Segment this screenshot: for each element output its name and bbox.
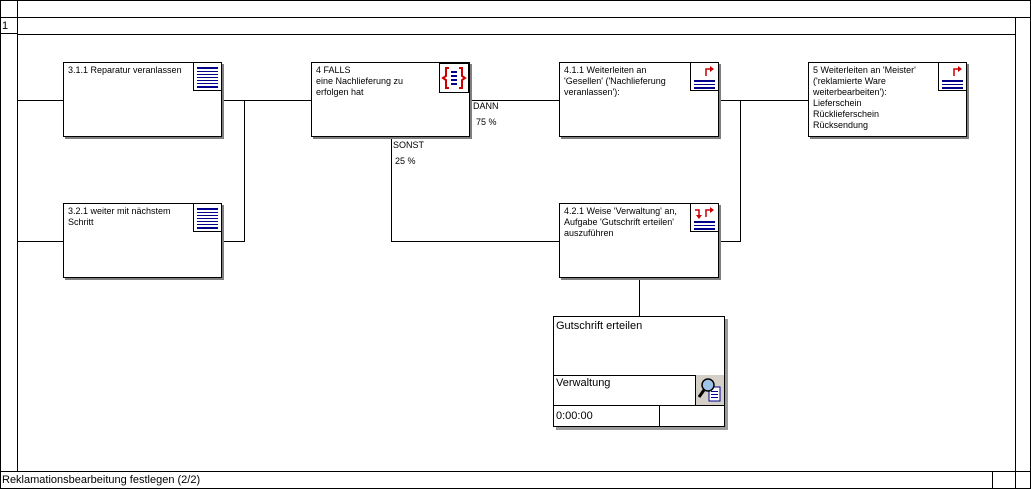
node-label: 4 FALLS eine Nachlieferung zu erfolgen h… [316, 65, 404, 97]
then-label: DANN [473, 101, 499, 111]
task-card[interactable]: Gutschrift erteilen Verwaltung 0:00:00 [553, 316, 725, 427]
connector [391, 241, 559, 242]
node-label: 3.1.1 Reparatur veranlassen [68, 65, 182, 75]
node-label: 4.2.1 Weise 'Verwaltung' an, Aufgabe 'Gu… [564, 206, 677, 238]
connector [719, 241, 740, 242]
connector [222, 241, 244, 242]
node-3-2-1[interactable]: 3.2.1 weiter mit nächstem Schritt [63, 203, 222, 278]
node-4-1-1[interactable]: 4.1.1 Weiterleiten an 'Gesellen' ('Nachl… [559, 62, 719, 137]
task-role: Verwaltung [556, 377, 611, 389]
node-4-decision[interactable]: 4 FALLS eine Nachlieferung zu erfolgen h… [311, 62, 470, 137]
connector [639, 278, 640, 316]
right-divider [1015, 17, 1016, 471]
forward-arrow-icon [690, 63, 718, 91]
node-label: 3.2.1 weiter mit nächstem Schritt [68, 206, 171, 227]
connector [740, 100, 741, 242]
decision-branch-icon [439, 63, 469, 93]
node-label: 4.1.1 Weiterleiten an 'Gesellen' ('Nachl… [564, 65, 666, 97]
node-5[interactable]: 5 Weiterleiten an 'Meister' ('reklamiert… [808, 62, 967, 137]
footer-cell-divider-2 [1015, 471, 1016, 489]
task-divider [659, 405, 660, 426]
left-divider [17, 0, 18, 471]
document-lines-icon [193, 63, 221, 91]
page-number-cell [0, 17, 18, 34]
else-percent: 25 % [395, 156, 416, 166]
inner-top-divider [17, 34, 1015, 35]
footer-cell-divider-1 [992, 471, 993, 489]
node-label: 5 Weiterleiten an 'Meister' ('reklamiert… [813, 65, 916, 130]
user-task-search-icon[interactable] [695, 375, 724, 405]
page-number: 1 [2, 20, 9, 32]
node-3-1-1[interactable]: 3.1.1 Reparatur veranlassen [63, 62, 222, 137]
else-label: SONST [393, 140, 425, 150]
top-divider [0, 17, 1031, 18]
connector [244, 100, 245, 242]
task-divider [554, 375, 724, 376]
connector [18, 241, 64, 242]
footer-divider [0, 471, 1031, 472]
connector [391, 137, 392, 242]
connector [719, 100, 809, 101]
connector [222, 100, 312, 101]
assign-task-icon [690, 204, 718, 232]
task-time: 0:00:00 [556, 410, 593, 422]
task-divider [554, 405, 724, 406]
footer-title: Reklamationsbearbeitung festlegen (2/2) [2, 474, 201, 486]
node-4-2-1[interactable]: 4.2.1 Weise 'Verwaltung' an, Aufgabe 'Gu… [559, 203, 719, 278]
document-lines-icon [193, 204, 221, 232]
task-name: Gutschrift erteilen [556, 320, 643, 332]
then-percent: 75 % [476, 117, 497, 127]
connector [18, 100, 64, 101]
connector [470, 100, 559, 101]
forward-arrow-icon [938, 63, 966, 91]
